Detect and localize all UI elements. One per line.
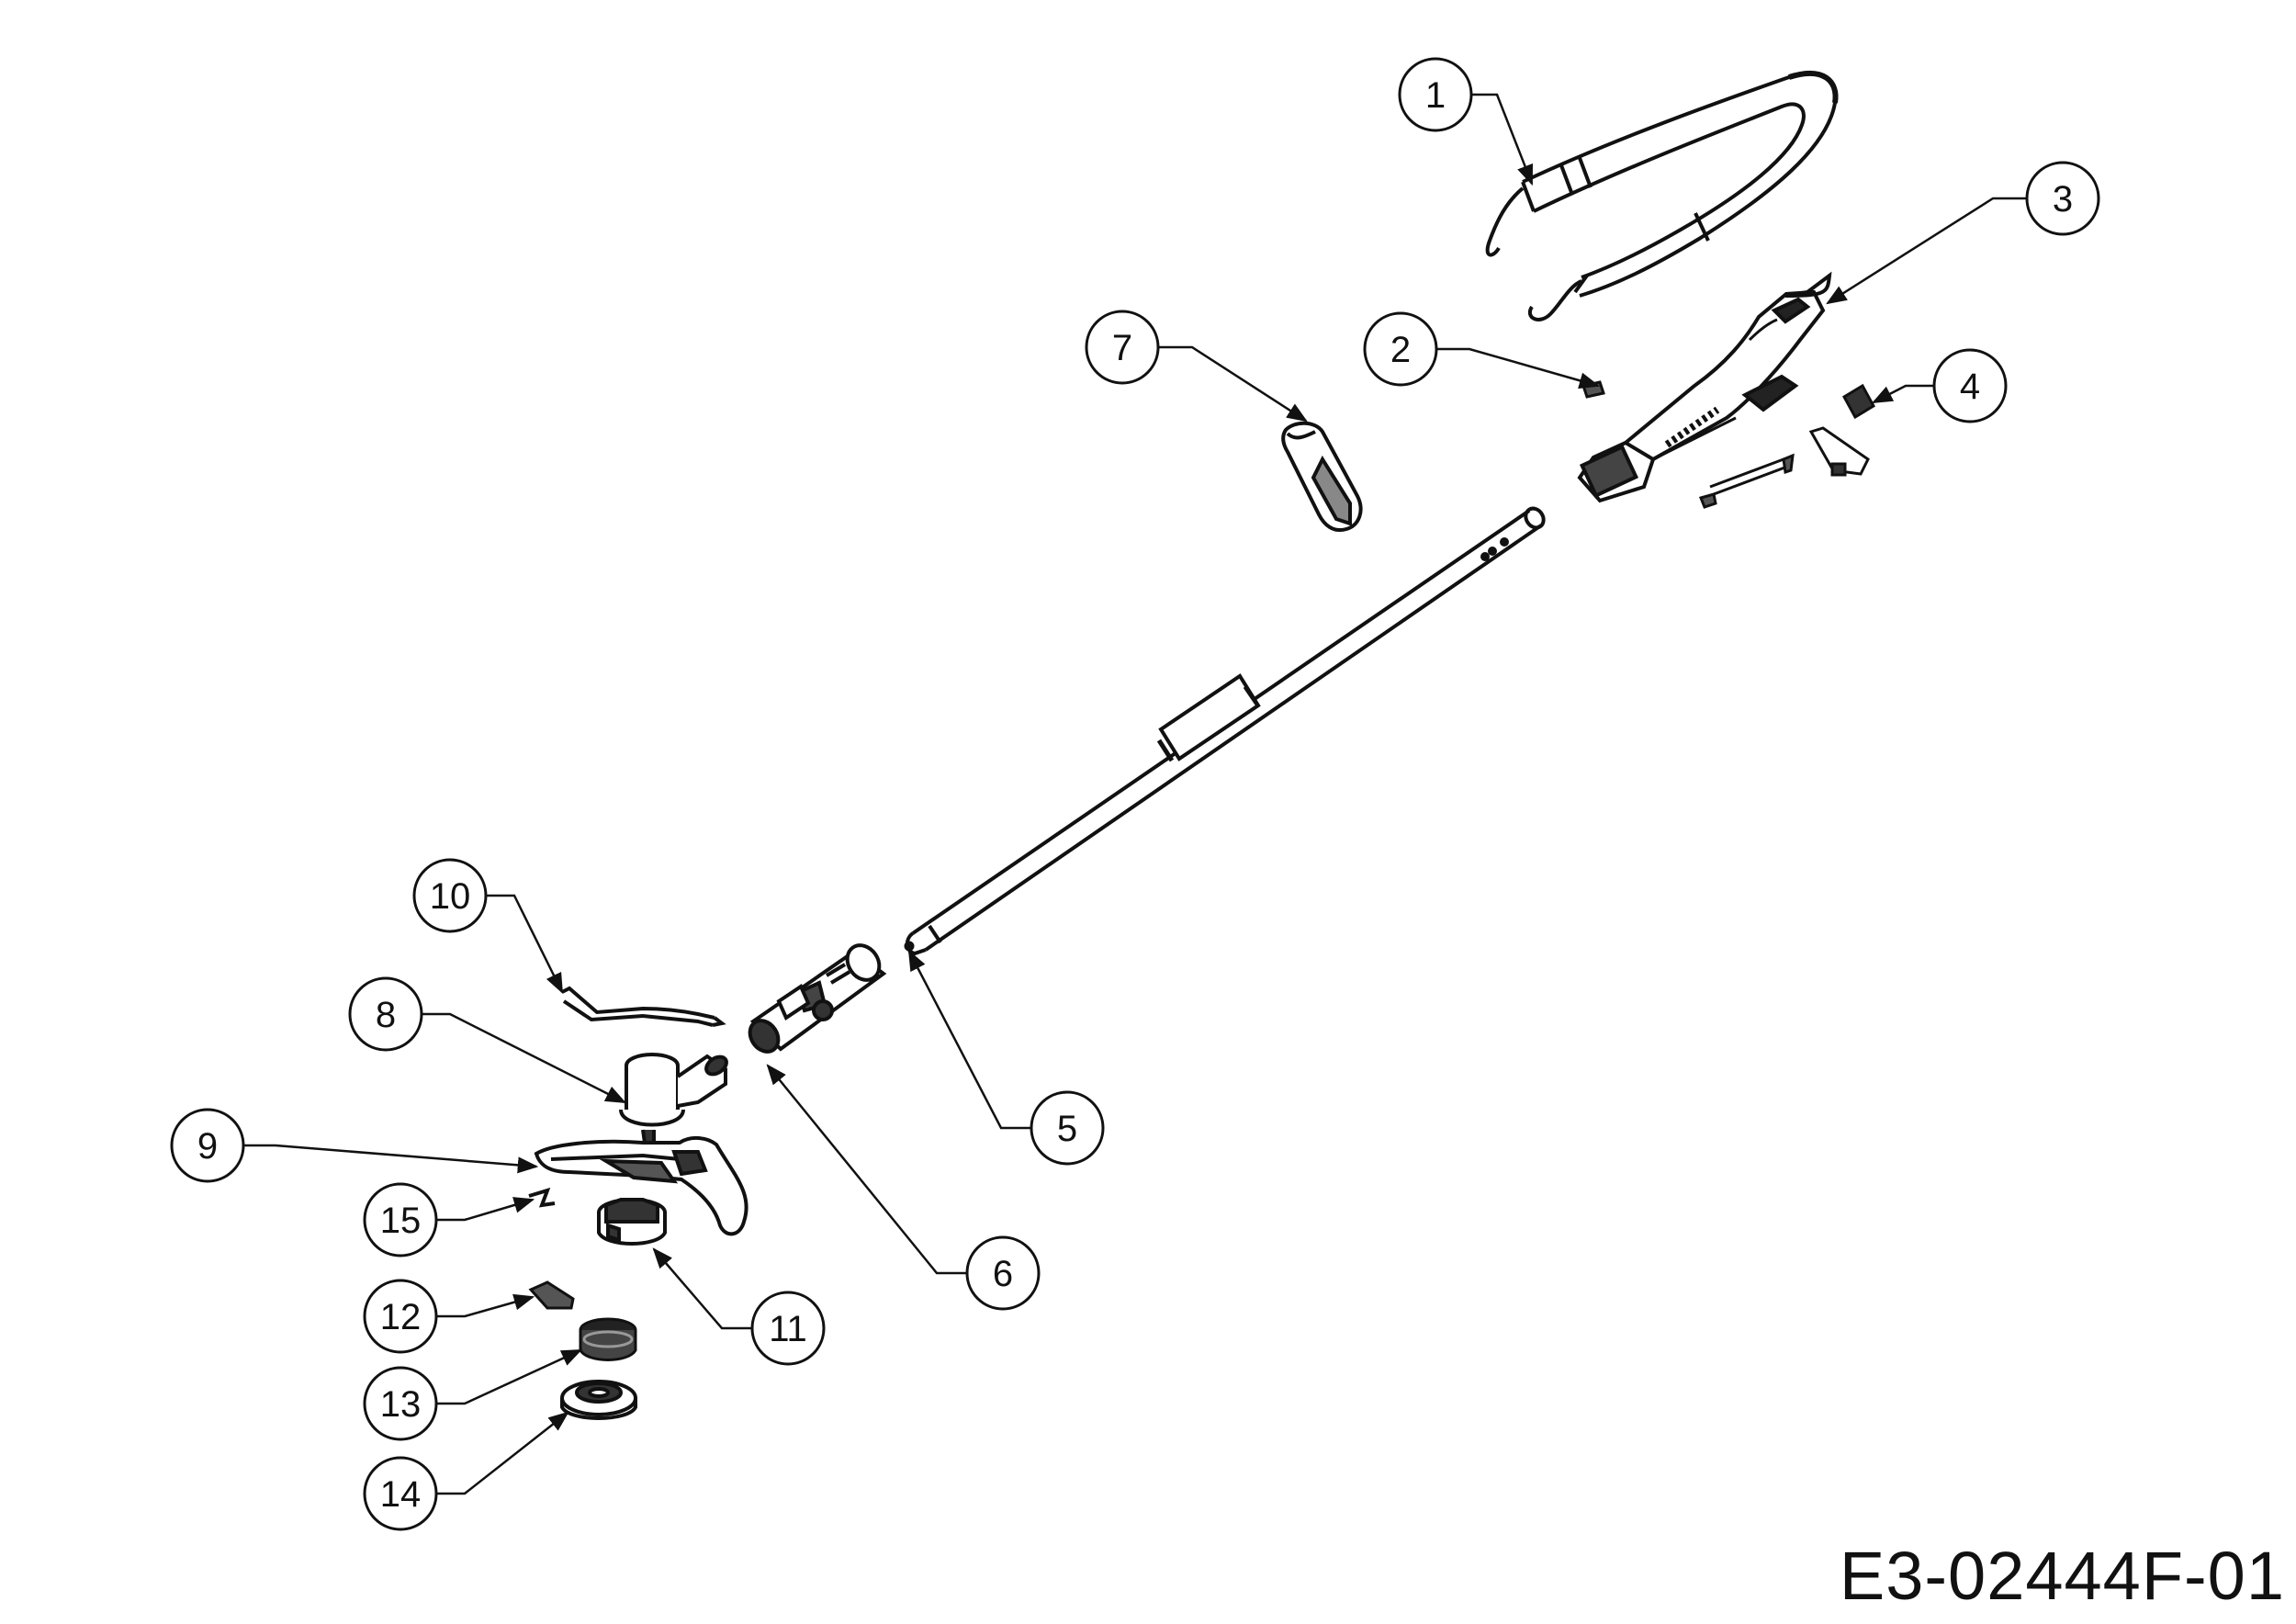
callout-13-label: 13 (380, 1384, 422, 1425)
part-auxiliary-handle-drawing (1281, 421, 1363, 532)
callout-7-label: 7 (1112, 328, 1132, 368)
part-spool-drawing (579, 1317, 637, 1361)
callout-4-label: 4 (1960, 367, 1980, 407)
leader-5 (907, 950, 1030, 1130)
callout-1: 1 (1398, 57, 1473, 132)
callout-14: 14 (363, 1456, 438, 1531)
callout-1-label: 1 (1425, 75, 1446, 116)
leader-1 (1472, 93, 1534, 186)
callout-14-label: 14 (380, 1474, 422, 1515)
callout-5-label: 5 (1057, 1109, 1077, 1149)
callout-4: 4 (1932, 348, 2008, 423)
callout-9-label: 9 (197, 1126, 218, 1167)
leader-8 (422, 1012, 627, 1104)
part-spring-clip-drawing (528, 1187, 556, 1208)
callout-10: 10 (412, 858, 488, 933)
callout-11: 11 (750, 1291, 826, 1366)
leader-11 (652, 1247, 751, 1330)
part-spool-cap-drawing (560, 1380, 637, 1420)
part-pin-drawing (904, 941, 915, 952)
callout-5: 5 (1030, 1090, 1105, 1166)
part-trimmer-head-drawing (619, 1053, 728, 1145)
drawing-number: E3-02444F-01 (1839, 1538, 2285, 1614)
callout-8: 8 (348, 976, 423, 1052)
leader-6 (766, 1064, 966, 1275)
callout-13: 13 (363, 1366, 438, 1441)
callout-7: 7 (1085, 310, 1160, 385)
callout-bubbles: 1 2 3 4 5 6 7 8 (170, 57, 2100, 1531)
leader-7 (1159, 345, 1308, 423)
leader-2 (1437, 347, 1601, 389)
callout-6-label: 6 (993, 1254, 1013, 1294)
callout-15: 15 (363, 1182, 438, 1257)
callout-11-label: 11 (769, 1309, 807, 1349)
callout-6: 6 (965, 1235, 1041, 1311)
leader-15 (437, 1197, 535, 1222)
callout-12-label: 12 (380, 1297, 422, 1337)
callout-15-label: 15 (380, 1201, 422, 1241)
leader-3 (1826, 197, 2026, 305)
leader-12 (437, 1293, 535, 1318)
leader-13 (437, 1348, 583, 1405)
callout-3-label: 3 (2053, 179, 2073, 220)
leader-10 (487, 894, 564, 995)
callout-9: 9 (170, 1108, 245, 1183)
leader-4 (1871, 384, 1933, 404)
part-switch-drawing (1698, 383, 1876, 509)
callout-8-label: 8 (376, 995, 396, 1035)
part-shaft-coupler-drawing (748, 943, 887, 1054)
callout-12: 12 (363, 1279, 438, 1354)
part-shaft-drawing (905, 506, 1546, 956)
callout-3: 3 (2025, 161, 2100, 236)
part-shoulder-strap-drawing (1485, 71, 1839, 321)
callout-2: 2 (1363, 311, 1438, 387)
part-line-cutter-drawing (528, 1280, 575, 1310)
leader-9 (244, 1144, 539, 1174)
part-motor-housing-drawing (1577, 271, 1832, 503)
leader-14 (437, 1411, 569, 1495)
part-wire-guide-drawing (561, 986, 726, 1027)
callout-2-label: 2 (1390, 330, 1411, 370)
leader-lines (244, 93, 2026, 1495)
callout-10-label: 10 (430, 876, 471, 917)
part-spool-housing-drawing (597, 1198, 667, 1246)
part-guard-drawing (534, 1136, 748, 1236)
